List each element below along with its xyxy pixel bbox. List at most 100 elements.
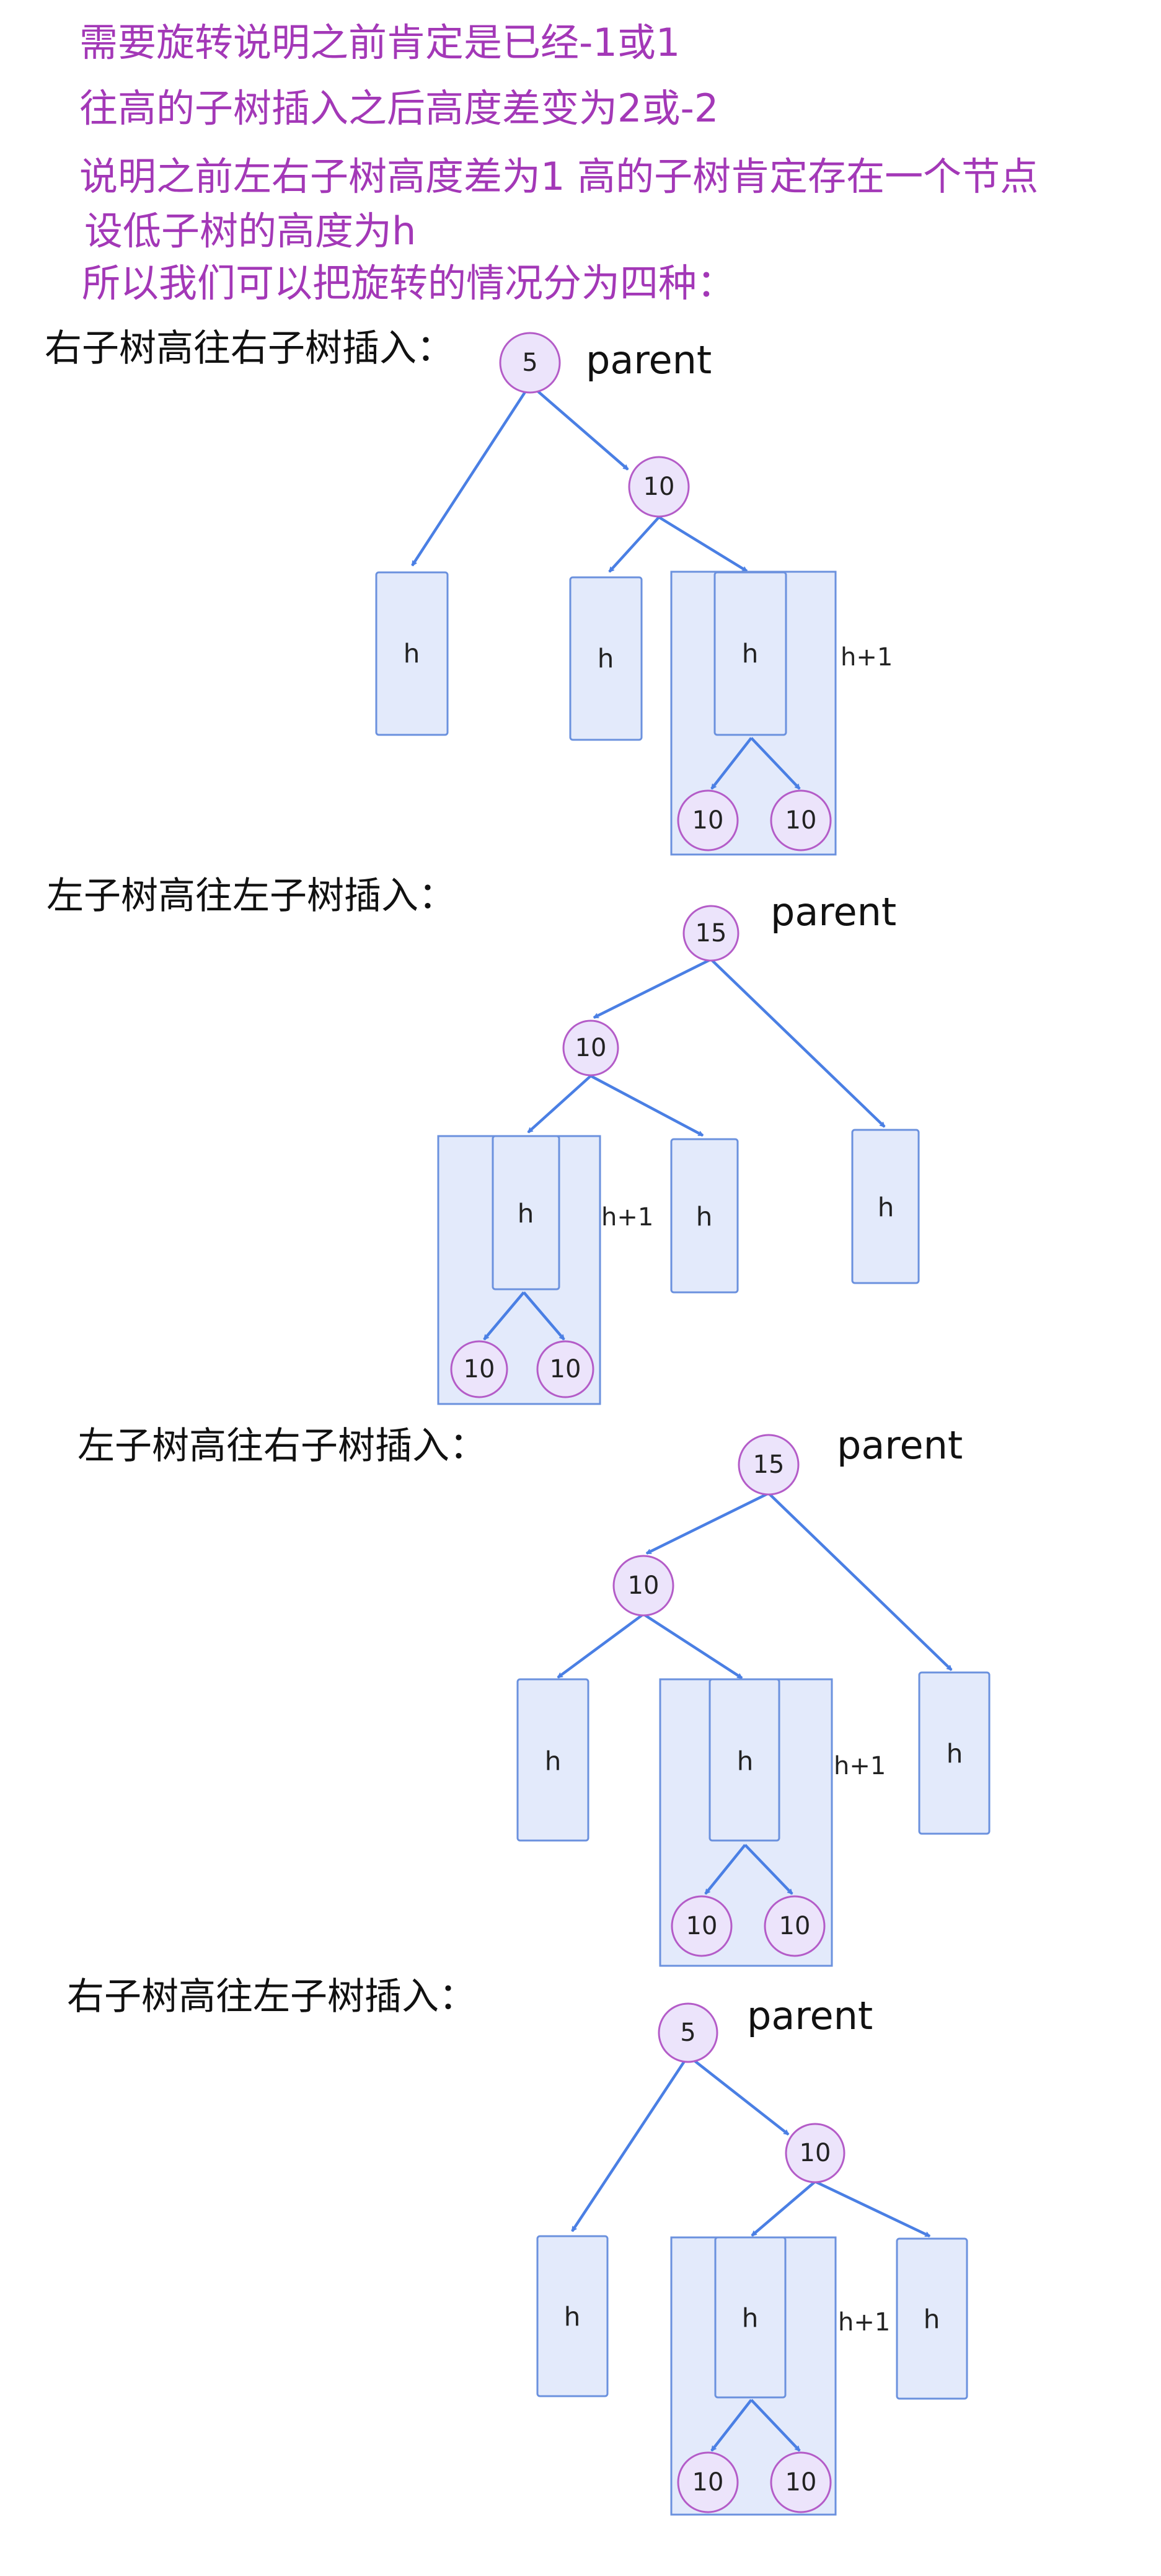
- right-subtree-box: [851, 1129, 920, 1284]
- leaf-node-left: [450, 1340, 508, 1398]
- parent-label: parent: [747, 1993, 873, 2038]
- case-left-left: 左子树高往左子树插入： parent h h+1 h h 10 10 15 10: [46, 874, 920, 1405]
- child-node-value: 10: [800, 2139, 831, 2167]
- edge-root-right: [529, 383, 629, 471]
- subtree-height-label: h: [404, 639, 420, 669]
- edge-root-right: [687, 2054, 788, 2136]
- edge-child-right: [658, 516, 747, 572]
- leaf-node-value: 10: [686, 1912, 718, 1940]
- subtree-height-label: h: [696, 1202, 713, 1232]
- edge-child-right: [814, 2180, 930, 2238]
- parent-label: parent: [770, 889, 896, 935]
- root-node-value: 15: [695, 919, 727, 948]
- height-plus-one-label: h+1: [838, 2308, 890, 2337]
- left-subtree-box: [536, 2235, 609, 2397]
- root-node: [738, 1434, 800, 1496]
- subtree-height-label: h: [947, 1739, 963, 1769]
- height-plus-one-label: h+1: [841, 643, 893, 672]
- note-4: 设低子树的高度为h: [84, 208, 416, 254]
- grown-subtree-box: [713, 571, 787, 736]
- left-subtree-box: [375, 571, 449, 736]
- edge-leaf-left: [710, 2399, 753, 2451]
- edge-child-right: [589, 1075, 703, 1137]
- leaf-node-right: [770, 2451, 832, 2513]
- child-node: [562, 1019, 619, 1077]
- leaf-node-value: 10: [785, 2468, 817, 2497]
- right-subtree-box: [896, 2237, 968, 2400]
- subtree-height-label: h: [742, 639, 759, 669]
- edge-leaf-right: [750, 2399, 801, 2452]
- root-node-value: 5: [522, 349, 537, 377]
- root-node: [499, 332, 561, 394]
- case-heading: 左子树高往左子树插入：: [46, 874, 456, 918]
- edge-child-left: [558, 1613, 645, 1679]
- root-node: [658, 2002, 718, 2063]
- edge-leaf-left: [710, 737, 753, 789]
- child-node-value: 10: [643, 473, 675, 501]
- subtree-height-label: h: [878, 1193, 894, 1223]
- leaf-node-value: 10: [779, 1912, 811, 1940]
- middle-subtree-box: [569, 576, 643, 741]
- child-node: [612, 1555, 674, 1617]
- height-plus-one-label: h+1: [601, 1203, 653, 1232]
- parent-label: parent: [837, 1423, 963, 1468]
- root-node: [682, 905, 739, 962]
- edge-child-left: [608, 516, 660, 573]
- case-heading: 右子树高往右子树插入：: [45, 327, 454, 370]
- subtree-height-label: h: [924, 2304, 940, 2335]
- leaf-node-right: [770, 789, 832, 851]
- grown-subtree-box: [709, 1678, 780, 1842]
- case-heading: 左子树高往右子树插入：: [77, 1424, 487, 1468]
- leaf-node-value: 10: [692, 806, 724, 835]
- note-1: 需要旋转说明之前肯定是已经-1或1: [79, 20, 680, 65]
- edge-root-left: [571, 2054, 689, 2231]
- grown-subtree-box: [492, 1135, 560, 1290]
- child-node-value: 10: [575, 1034, 607, 1062]
- edge-child-left: [751, 2180, 816, 2237]
- leaf-node-value: 10: [464, 1355, 495, 1383]
- subtree-height-label: h: [598, 644, 614, 674]
- parent-label: parent: [586, 337, 712, 383]
- child-node: [785, 2123, 845, 2183]
- notes: 需要旋转说明之前肯定是已经-1或1 往高的子树插入之后高度差变为2或-2 说明之…: [79, 20, 1038, 306]
- leaf-node-left: [677, 789, 739, 851]
- leaf-node-right: [764, 1895, 826, 1957]
- left-subtree-box: [516, 1678, 589, 1842]
- case-heading: 右子树高往左子树插入：: [67, 1975, 476, 2019]
- edge-leaf-left: [483, 1291, 525, 1341]
- leaf-node-left: [671, 1895, 733, 1957]
- edge-leaf-right: [744, 1844, 793, 1895]
- case-right-right: 右子树高往右子树插入： parent h h h h+1 10 10 5 10: [45, 327, 893, 856]
- subtree-height-label: h: [545, 1746, 562, 1777]
- edge-root-left: [411, 383, 531, 566]
- note-3: 说明之前左右子树高度差为1 高的子树肯定存在一个节点: [79, 154, 1038, 199]
- edge-root-left: [594, 957, 712, 1019]
- right-subtree-box: [918, 1671, 991, 1835]
- edge-root-right: [767, 1492, 953, 1671]
- edge-leaf-right: [750, 737, 801, 790]
- root-node-value: 15: [753, 1450, 785, 1479]
- edge-root-right: [710, 958, 886, 1128]
- edge-child-right: [642, 1613, 742, 1679]
- subtree-height-label: h: [742, 2303, 759, 2334]
- edge-leaf-right: [523, 1291, 565, 1341]
- note-2: 往高的子树插入之后高度差变为2或-2: [79, 86, 718, 131]
- subtree-height-label: h: [737, 1746, 754, 1777]
- case-left-right: 左子树高往右子树插入： parent h h h+1 h 10 10 15 10: [77, 1423, 991, 1967]
- leaf-node-value: 10: [785, 806, 817, 835]
- leaf-node-value: 10: [692, 2468, 724, 2497]
- edge-child-left: [527, 1075, 592, 1134]
- subtree-height-label: h: [564, 2302, 581, 2332]
- middle-subtree-box: [670, 1138, 739, 1294]
- note-5: 所以我们可以把旋转的情况分为四种：: [82, 260, 735, 306]
- root-node-value: 5: [680, 2019, 695, 2047]
- edge-leaf-left: [704, 1844, 746, 1894]
- grown-subtree-box: [714, 2236, 787, 2399]
- height-plus-one-label: h+1: [834, 1752, 886, 1780]
- child-node-value: 10: [628, 1571, 660, 1600]
- edge-root-left: [647, 1491, 769, 1555]
- child-node: [628, 456, 690, 518]
- leaf-node-value: 10: [550, 1355, 581, 1383]
- leaf-node-right: [536, 1340, 594, 1398]
